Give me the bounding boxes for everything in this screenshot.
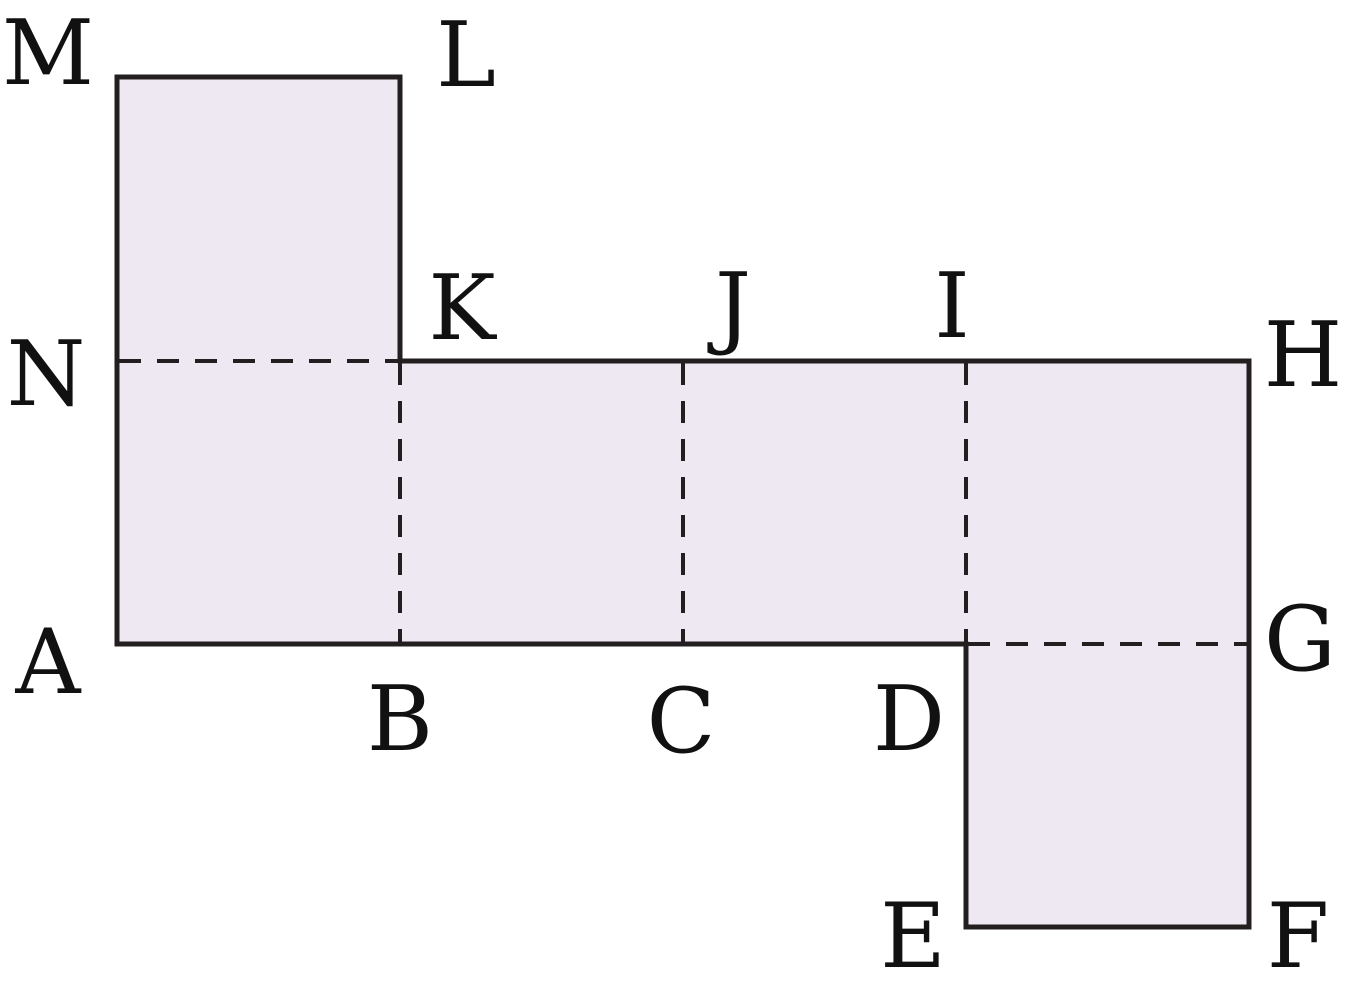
fold-lines	[119, 359, 1247, 646]
vertex-label-j: J	[707, 254, 751, 359]
vertex-label-c: C	[647, 669, 716, 774]
vertex-label-k: K	[428, 256, 497, 361]
vertex-label-e: E	[880, 884, 946, 989]
vertex-label-d: D	[873, 667, 945, 772]
vertex-label-f: F	[1267, 884, 1329, 989]
vertex-label-h: H	[1264, 303, 1343, 408]
vertex-label-l: L	[436, 3, 496, 108]
vertex-label-m: M	[2, 1, 94, 106]
vertex-label-a: A	[15, 610, 82, 715]
vertex-label-b: B	[367, 667, 433, 772]
vertex-label-n: N	[7, 322, 86, 427]
vertex-label-i: I	[934, 254, 970, 359]
vertex-label-g: G	[1264, 587, 1336, 692]
net-outline	[114, 74, 1252, 930]
